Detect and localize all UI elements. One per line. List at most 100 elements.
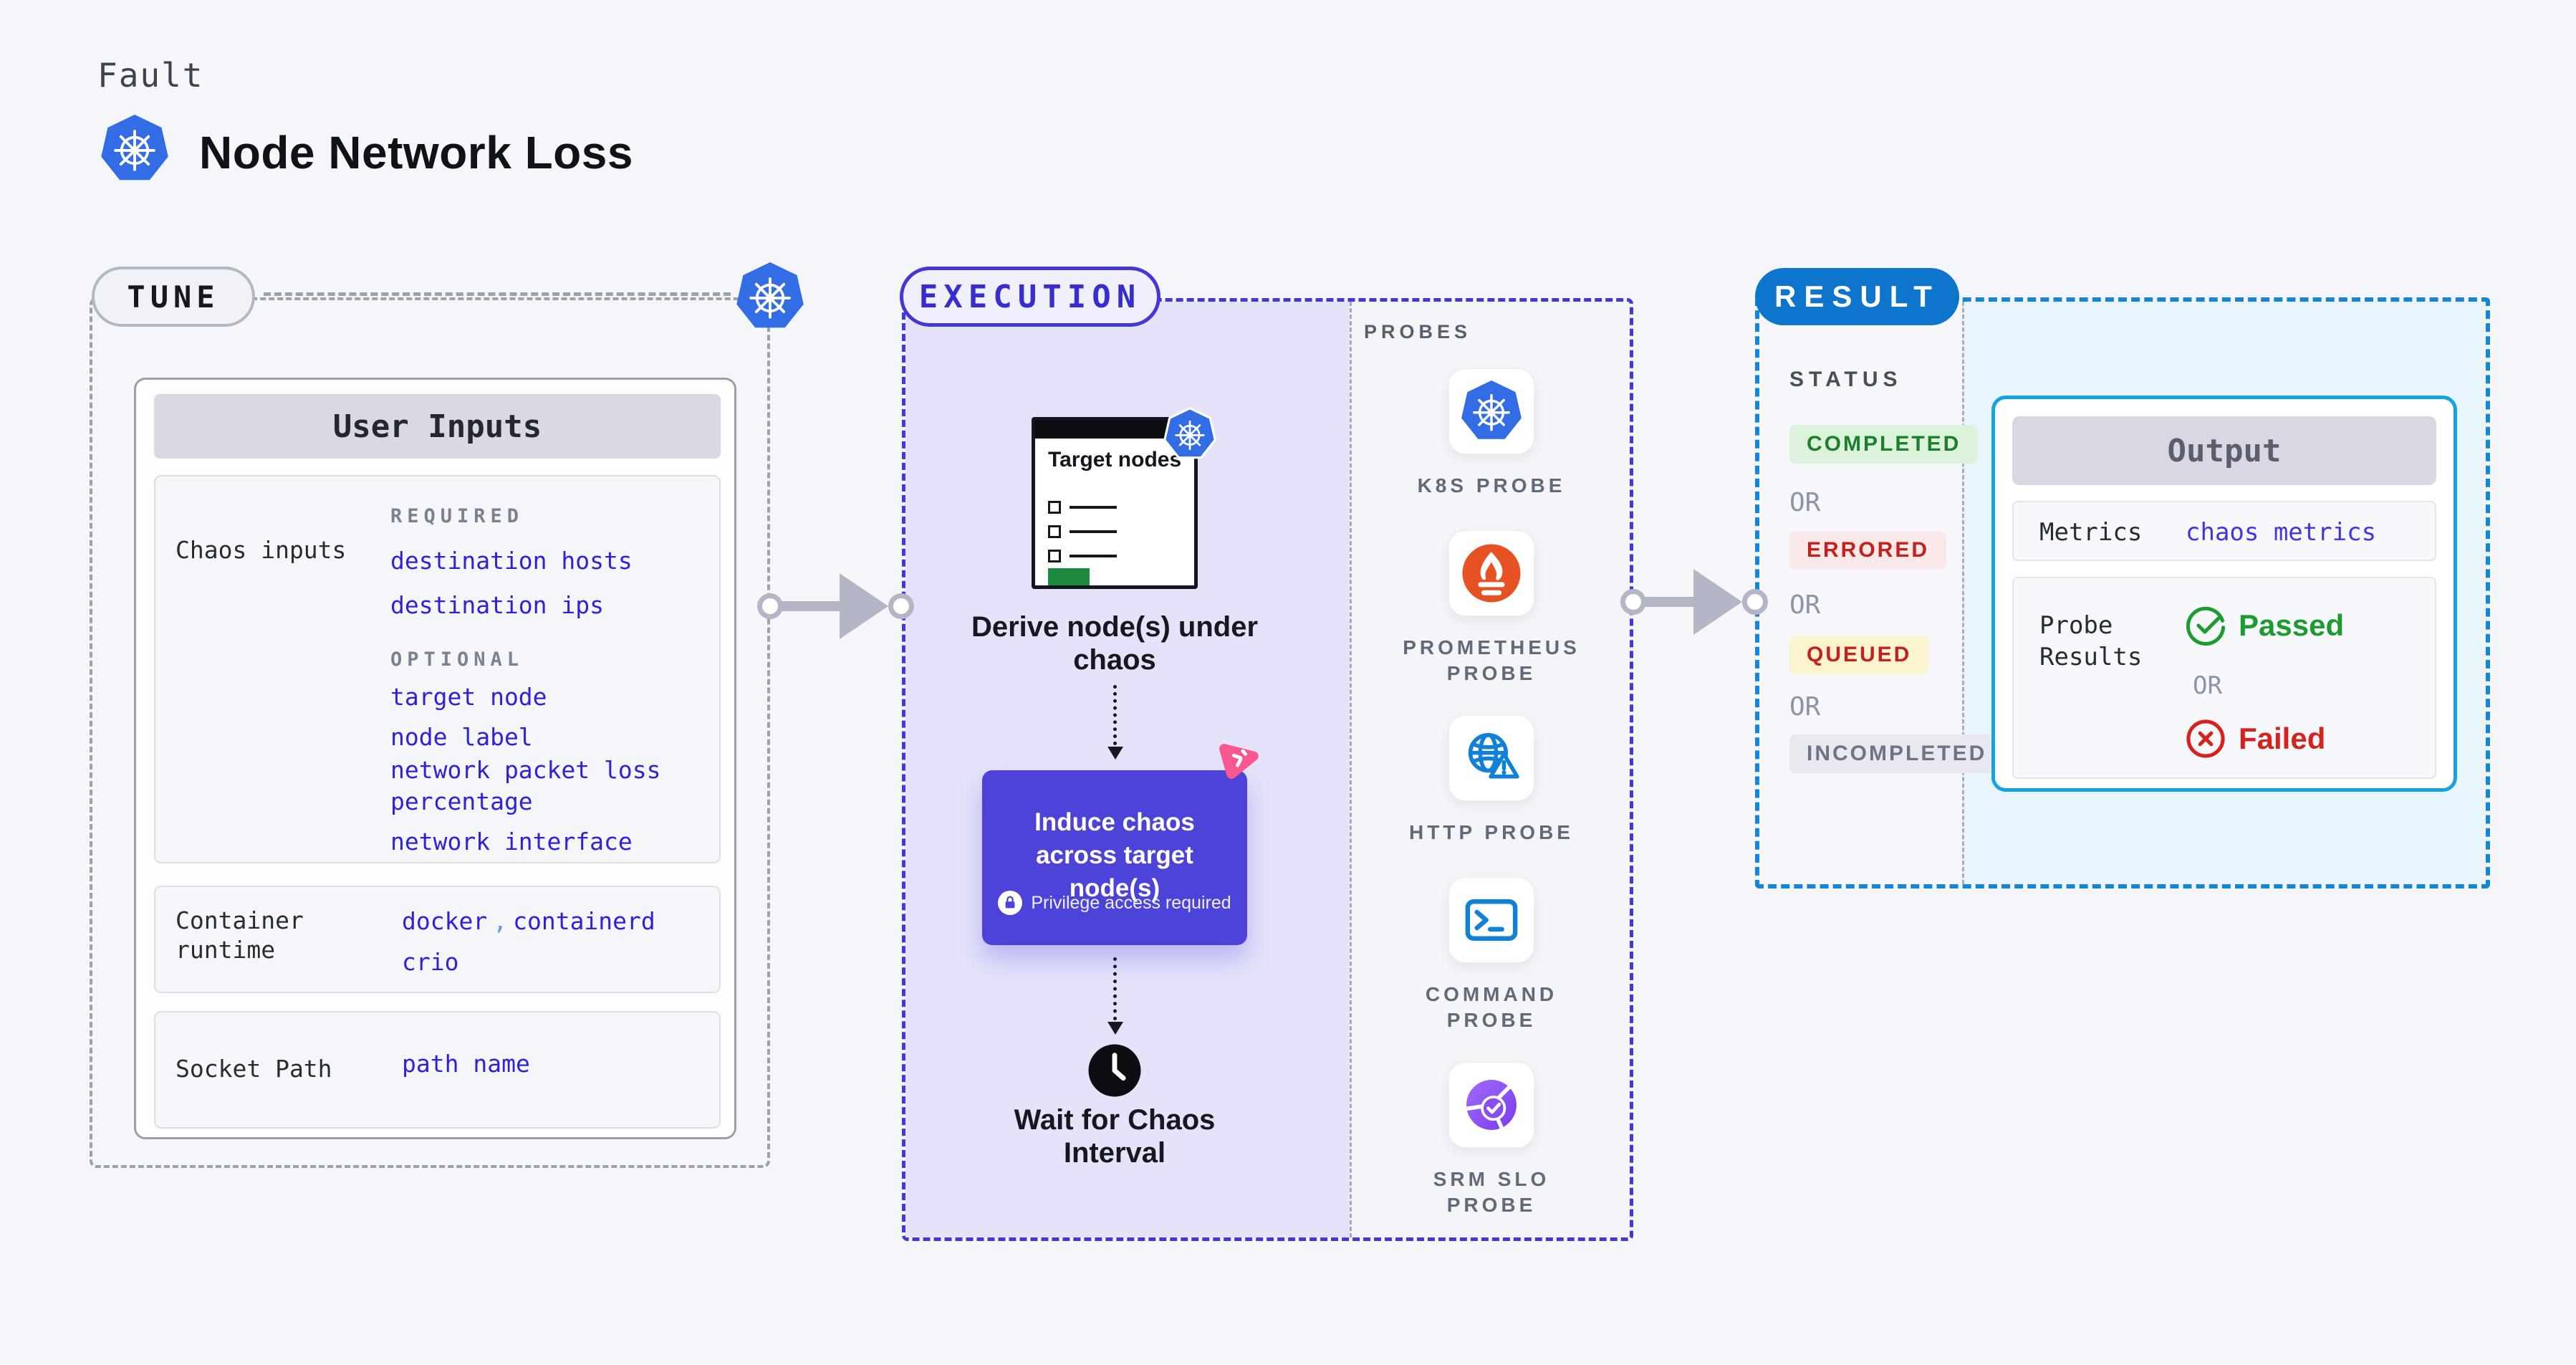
node-list-item <box>1048 525 1117 538</box>
metrics-label: Metrics <box>2039 518 2143 547</box>
arrow-down-icon <box>1107 747 1123 760</box>
required-input: destination hosts <box>390 547 633 575</box>
socket-path-row: Socket Path path name <box>154 1011 721 1129</box>
slo-pie-check-icon <box>1458 1072 1524 1138</box>
passed-result: Passed <box>2186 605 2344 646</box>
connector-dot <box>757 593 783 619</box>
status-column <box>1759 302 1962 884</box>
metrics-value: chaos metrics <box>2186 518 2377 547</box>
probe-card <box>1448 368 1534 454</box>
fault-eyebrow: Fault <box>97 56 204 95</box>
result-divider <box>1962 302 1964 884</box>
required-heading: REQUIRED <box>390 505 524 527</box>
or-label: OR <box>1789 692 1821 722</box>
container-runtime-label: Container runtime <box>176 906 304 964</box>
tune-section <box>90 297 770 1168</box>
optional-heading: OPTIONAL <box>390 648 524 671</box>
privilege-note-text: Privilege access required <box>1031 892 1231 913</box>
x-circle-icon <box>2186 719 2226 759</box>
clock-icon <box>1087 1043 1142 1098</box>
container-runtime-row: Container runtime docker,containerd crio <box>154 886 721 993</box>
probe-results-row: Probe Results Passed OR Failed <box>2012 577 2436 779</box>
probes-heading: PROBES <box>1364 321 1472 343</box>
litmus-chaos-icon <box>1218 738 1259 780</box>
kubernetes-icon <box>1461 379 1522 444</box>
kubernetes-icon <box>736 261 804 332</box>
checkbox-icon <box>1048 525 1061 538</box>
or-label: OR <box>1789 488 1821 517</box>
progress-bar <box>1048 568 1090 585</box>
probe-label: COMMAND PROBE <box>1425 983 1558 1031</box>
probe-item-prometheus: PROMETHEUS PROBE <box>1355 530 1628 686</box>
lock-icon <box>998 891 1023 915</box>
metrics-row: Metrics chaos metrics <box>2012 501 2436 561</box>
connector-dot <box>1742 589 1768 615</box>
socket-path-value: path name <box>402 1050 530 1078</box>
probe-item-srm-slo: SRM SLO PROBE <box>1355 1062 1628 1218</box>
arrow-line <box>1633 597 1708 607</box>
arrow-line <box>770 601 849 611</box>
output-card: Output Metrics chaos metrics Probe Resul… <box>1991 396 2457 792</box>
list-line <box>1070 530 1117 533</box>
induce-chaos-step: Induce chaos across target node(s) Privi… <box>982 770 1247 945</box>
probe-card <box>1448 877 1534 963</box>
probe-item-command: COMMAND PROBE <box>1355 877 1628 1033</box>
or-label: OR <box>2193 671 2222 700</box>
user-inputs-card: User Inputs Chaos inputs REQUIRED destin… <box>134 378 736 1139</box>
or-label: OR <box>1789 590 1821 620</box>
probe-results-label: Probe Results <box>2039 611 2143 671</box>
status-badge-completed: COMPLETED <box>1789 425 1979 464</box>
probe-label: SRM SLO PROBE <box>1433 1168 1550 1216</box>
kubernetes-icon <box>100 113 169 185</box>
runtime-values: docker,containerd <box>402 907 655 935</box>
execution-stage-badge: EXECUTION <box>900 267 1160 327</box>
connector-dot <box>1620 589 1646 615</box>
prometheus-icon <box>1460 542 1523 605</box>
status-badge-incompleted: INCOMPLETED <box>1789 734 2004 773</box>
probe-card <box>1448 1062 1534 1148</box>
status-badge-queued: QUEUED <box>1789 636 1929 674</box>
arrow-right-icon <box>840 573 888 639</box>
privilege-note: Privilege access required <box>982 891 1247 915</box>
failed-label: Failed <box>2239 722 2326 755</box>
runtime-crio: crio <box>402 948 459 976</box>
probe-label: PROMETHEUS PROBE <box>1403 636 1580 684</box>
user-inputs-title: User Inputs <box>154 394 721 459</box>
tune-connector-line <box>264 292 731 296</box>
target-nodes-title: Target nodes <box>1048 448 1182 471</box>
arrow-down-icon <box>1107 1022 1123 1035</box>
runtime-separator: , <box>493 907 508 935</box>
chaos-inputs-label: Chaos inputs <box>176 536 347 564</box>
passed-label: Passed <box>2239 608 2345 642</box>
kubernetes-icon <box>1161 404 1219 464</box>
node-list-item <box>1048 501 1117 514</box>
failed-result: Failed <box>2186 719 2325 759</box>
flow-arrow <box>1113 957 1117 1020</box>
required-input: destination ips <box>390 591 605 619</box>
optional-input: node label <box>390 723 533 751</box>
probe-card <box>1448 715 1534 801</box>
page-title: Node Network Loss <box>199 127 633 178</box>
result-stage-badge: RESULT <box>1755 268 1959 325</box>
list-line <box>1070 555 1117 557</box>
optional-input: target node <box>390 683 547 711</box>
check-circle-icon <box>2186 605 2226 646</box>
derive-nodes-label: Derive node(s) under chaos <box>971 611 1259 676</box>
runtime-containerd: containerd <box>513 907 655 935</box>
optional-input: network interface <box>390 828 633 856</box>
probe-item-http: HTTP PROBE <box>1355 715 1628 846</box>
terminal-icon <box>1458 887 1524 953</box>
http-globe-icon <box>1458 725 1524 791</box>
connector-dot <box>888 593 914 619</box>
flow-arrow <box>1113 685 1117 745</box>
induce-chaos-label: Induce chaos across target node(s) <box>1034 808 1195 902</box>
probes-divider <box>1350 302 1352 1237</box>
checkbox-icon <box>1048 501 1061 514</box>
optional-input: network packet loss percentage <box>390 756 661 815</box>
node-list-item <box>1048 550 1117 562</box>
list-line <box>1070 506 1117 509</box>
probe-item-k8s: K8S PROBE <box>1355 368 1628 499</box>
runtime-docker: docker <box>402 907 488 935</box>
wait-interval-label: Wait for Chaos Interval <box>1014 1104 1216 1169</box>
probe-card <box>1448 530 1534 616</box>
